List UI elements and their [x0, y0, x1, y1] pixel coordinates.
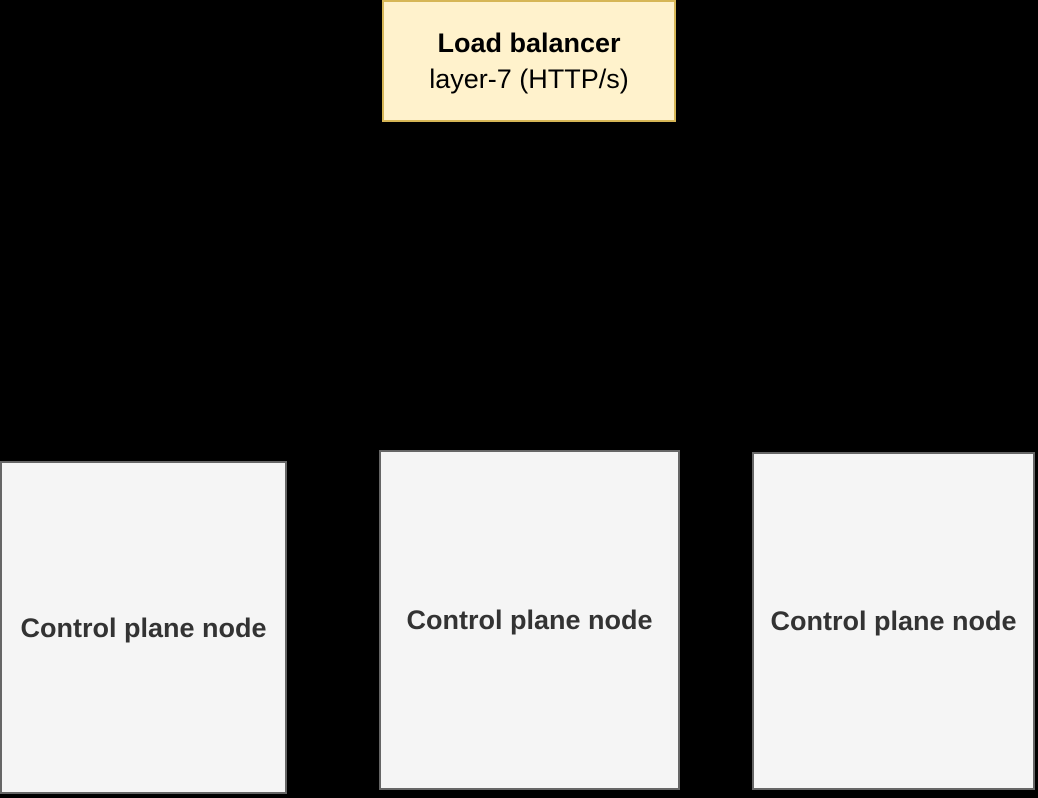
control-plane-node-box-3: Control plane node [752, 452, 1035, 790]
control-plane-node-label: Control plane node [406, 605, 653, 635]
load-balancer-title: Load balancer [437, 28, 621, 58]
control-plane-node-label: Control plane node [20, 612, 267, 643]
control-plane-node-label: Control plane node [770, 606, 1017, 636]
control-plane-node-box-2: Control plane node [379, 450, 680, 790]
load-balancer-subtitle: layer-7 (HTTP/s) [429, 64, 629, 94]
control-plane-node-box-1: Control plane node [0, 461, 287, 794]
load-balancer-box: Load balancer layer-7 (HTTP/s) [382, 0, 676, 122]
